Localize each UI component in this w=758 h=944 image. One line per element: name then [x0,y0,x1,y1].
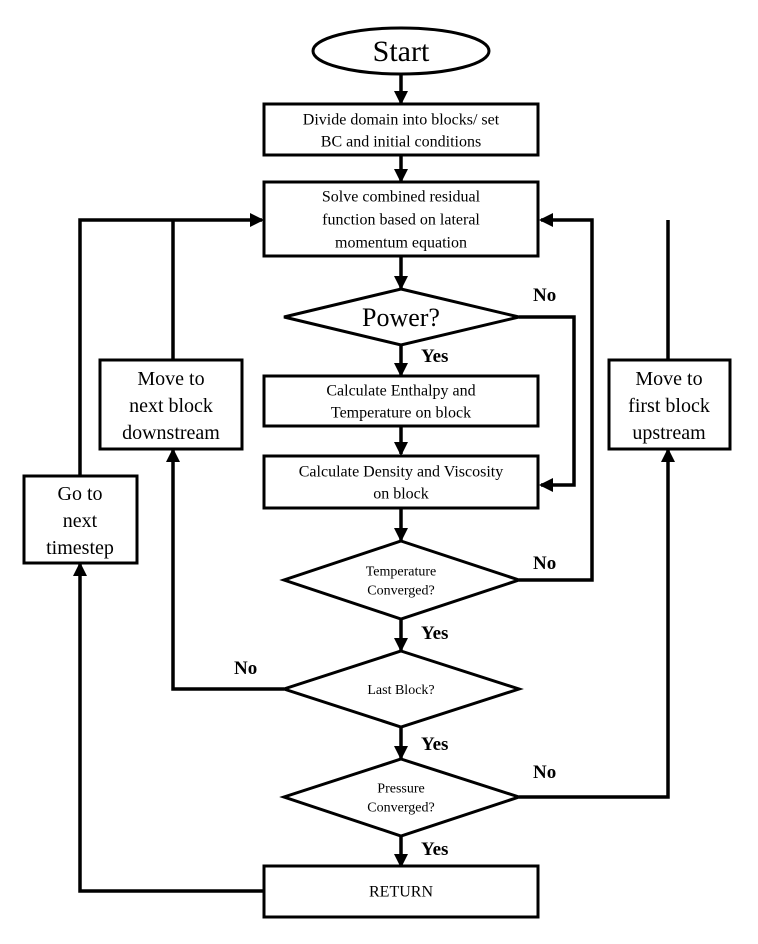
node-solve-residual-text: Solve combined residual function based on… [322,188,481,251]
node-next-block-downstream: Move to next block downstream [98,358,244,451]
node-calc-density-text: Calculate Density and Viscosity on block [299,463,503,502]
node-text-line: Converged? [367,800,434,815]
node-text-line: Converged? [367,583,434,598]
node-next-timestep: Go to next timestep [22,474,139,565]
node-text-line: next [63,510,98,532]
node-next-timestep-text: Go to next timestep [46,483,114,559]
label-temp-yes: Yes [421,623,448,644]
node-text-line: Divide domain into blocks/ set [303,111,500,128]
node-power-decision-text: Power? [362,303,440,332]
node-solve-residual: Solve combined residual function based on… [262,180,540,258]
edge-pressure-no-to-first-block [519,448,675,799]
node-text-line: Start [373,35,430,68]
edge-temp-no-to-solve [519,213,594,582]
node-divide-domain-text: Divide domain into blocks/ set BC and ini… [303,111,500,150]
node-text-line: Move to [635,368,702,390]
node-text-line: function based on lateral [322,211,480,228]
node-calc-density: Calculate Density and Viscosity on block [262,454,540,510]
node-divide-domain: Divide domain into blocks/ set BC and ini… [262,102,540,157]
node-return-text: RETURN [369,883,433,900]
node-power-decision: Power? [283,287,520,347]
node-text-line: Solve combined residual [322,188,481,205]
node-text-line: Calculate Enthalpy and [326,382,475,399]
edge-next-timestep-to-solve [78,213,264,475]
node-next-block-downstream-text: Move to next block downstream [122,368,220,444]
edge-labels: No Yes No Yes No Yes No Yes [234,285,556,860]
node-text-line: first block [628,395,710,417]
edge-power-no-to-density [519,315,576,492]
node-text-line: Pressure [377,781,424,796]
node-text-line: Go to [58,483,103,505]
node-text-line: Power? [362,303,440,332]
node-text-line: Temperature [366,564,437,579]
edges [73,74,675,893]
node-start-text: Start [373,35,430,68]
node-text-line: Move to [137,368,204,390]
node-text-line: momentum equation [335,234,467,251]
node-text-line: downstream [122,422,220,444]
label-power-no: No [533,285,556,306]
label-pressure-no: No [533,762,556,783]
node-text-line: on block [373,485,429,502]
node-last-block: Last Block? [279,649,524,729]
node-first-block-upstream: Move to first block upstream [607,358,732,451]
label-power-yes: Yes [421,346,448,367]
node-text-line: BC and initial conditions [321,133,481,150]
node-start: Start [311,26,491,76]
node-text-line: timestep [46,537,114,559]
node-text-line: Temperature on block [331,404,471,421]
node-text-line: Calculate Density and Viscosity [299,463,503,480]
edge-return-to-next-timestep [73,562,263,893]
label-pressure-yes: Yes [421,839,448,860]
node-text-line: upstream [632,422,706,444]
node-text-line: Last Block? [367,683,434,698]
edge-last-no-to-next-block [166,448,284,691]
label-last-no: No [234,658,257,679]
label-last-yes: Yes [421,734,448,755]
node-text-line: next block [129,395,213,417]
node-text-line: RETURN [369,883,433,900]
node-return: RETURN [262,864,540,919]
node-first-block-upstream-text: Move to first block upstream [628,368,710,444]
label-temp-no: No [533,553,556,574]
node-last-block-text: Last Block? [367,683,434,698]
